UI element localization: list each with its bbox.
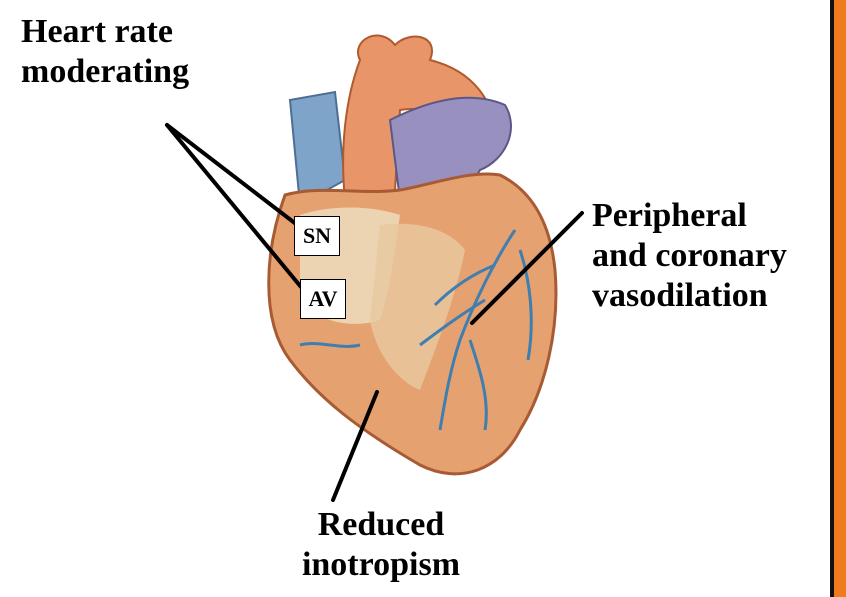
reduced-line1: Reduced xyxy=(276,505,486,545)
sn-node-box: SN xyxy=(294,216,340,256)
peripheral-line2: and coronary xyxy=(592,236,787,276)
peripheral-label: Peripheral and coronary vasodilation xyxy=(592,196,787,316)
av-node-box: AV xyxy=(300,279,346,319)
peripheral-line1: Peripheral xyxy=(592,196,787,236)
border-orange-stripe xyxy=(834,0,846,597)
vena-cava xyxy=(290,92,345,205)
heart-rate-line2: moderating xyxy=(21,52,189,92)
heart-rate-label: Heart rate moderating xyxy=(21,12,189,92)
reduced-label: Reduced inotropism xyxy=(276,505,486,585)
slide-side-border xyxy=(820,0,846,597)
reduced-line2: inotropism xyxy=(276,545,486,585)
peripheral-line3: vasodilation xyxy=(592,276,787,316)
heart-rate-line1: Heart rate xyxy=(21,12,189,52)
